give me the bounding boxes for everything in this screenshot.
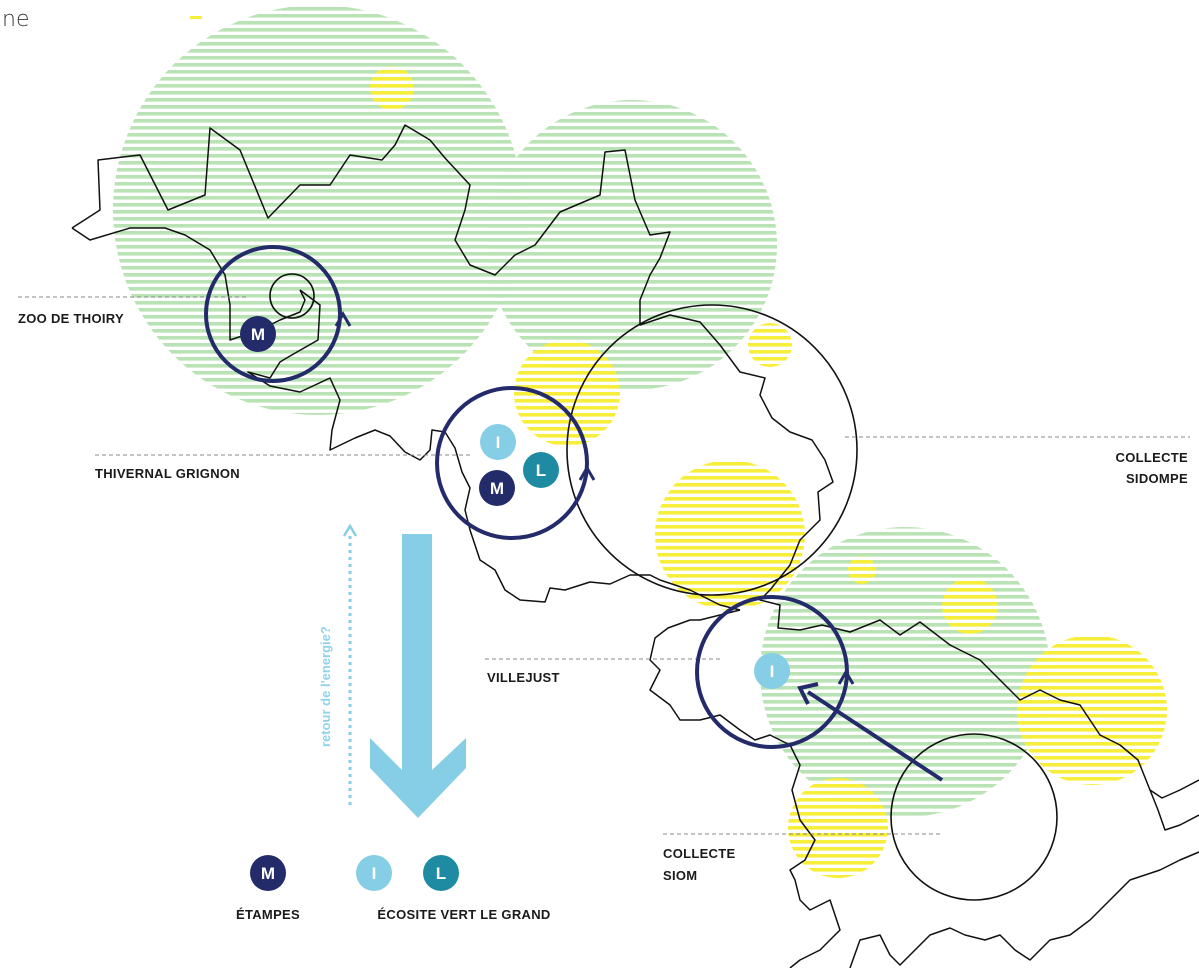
svg-text:I: I: [770, 662, 775, 681]
yellow-zone-small-east: [748, 323, 792, 367]
legend-label-ecosite: ÉCOSITE VERT LE GRAND: [377, 907, 550, 922]
svg-text:M: M: [261, 864, 275, 883]
energy-return-note: retour de l'energie?: [318, 626, 333, 747]
svg-text:L: L: [536, 461, 546, 480]
site-label-villejust: VILLEJUST: [487, 670, 560, 685]
yellow-zone-small-north: [370, 66, 414, 110]
energy-return-dotted-arrow: [342, 523, 358, 805]
siom-to-villejust-arrow: [797, 682, 944, 782]
site-label-collecte-siom-line1: COLLECTE: [663, 846, 735, 861]
loop-arrowhead-thivernal: [578, 465, 596, 481]
yellow-zone-tiny: [848, 556, 876, 584]
siom-catchment-circle: [890, 733, 1058, 901]
thoiry-inner-circle: [269, 273, 315, 319]
legend-badge-i: I: [356, 855, 392, 891]
yellow-zone-east: [1017, 635, 1167, 785]
site-label-thivernal-grignon: THIVERNAL GRIGNON: [95, 466, 240, 481]
svg-text:L: L: [436, 864, 446, 883]
energy-loops: [204, 245, 855, 749]
green-zone-villejust: [760, 527, 1050, 817]
yellow-tick-mark: [190, 16, 202, 19]
svg-text:I: I: [496, 433, 501, 452]
svg-text:M: M: [490, 479, 504, 498]
site-label-collecte-sidompe-line1: COLLECTE: [1116, 450, 1188, 465]
corner-title-fragment: ne: [2, 7, 29, 32]
legend: M I L ÉTAMPES ÉCOSITE VERT LE GRAND: [236, 855, 550, 922]
yellow-zone-small-mid: [942, 578, 998, 634]
badge-i-villejust: I: [754, 653, 790, 689]
badge-m-thoiry: M: [240, 316, 276, 352]
green-zone-thoiry: [113, 5, 523, 415]
yellow-zone-thivernal: [514, 340, 620, 446]
svg-text:M: M: [251, 325, 265, 344]
svg-text:I: I: [372, 864, 377, 883]
green-zone-north: [487, 100, 777, 390]
site-label-collecte-sidompe-line2: SIDOMPE: [1126, 471, 1188, 486]
legend-label-etampes: ÉTAMPES: [236, 907, 300, 922]
yellow-zone-central: [655, 460, 805, 610]
legend-badge-l: L: [423, 855, 459, 891]
site-label-collecte-siom-line2: SIOM: [663, 868, 697, 883]
yellow-zone-south: [788, 778, 888, 878]
energy-flow-down-arrow: [370, 534, 466, 818]
loop-arrowhead-thoiry: [334, 311, 352, 327]
loop-circle-thivernal: [435, 386, 589, 540]
legend-badge-m: M: [250, 855, 286, 891]
loop-circle-thoiry: [204, 245, 342, 383]
badge-m-thivernal: M: [479, 470, 515, 506]
loop-arrowhead-villejust: [837, 669, 855, 685]
sidompe-catchment-circle: [566, 304, 858, 596]
badge-i-thivernal: I: [480, 424, 516, 460]
territory-outline: [71, 124, 1199, 799]
yellow-zones: [370, 66, 1167, 878]
site-label-zoo-de-thoiry: ZOO DE THOIRY: [18, 311, 124, 326]
badge-l-thivernal: L: [523, 452, 559, 488]
